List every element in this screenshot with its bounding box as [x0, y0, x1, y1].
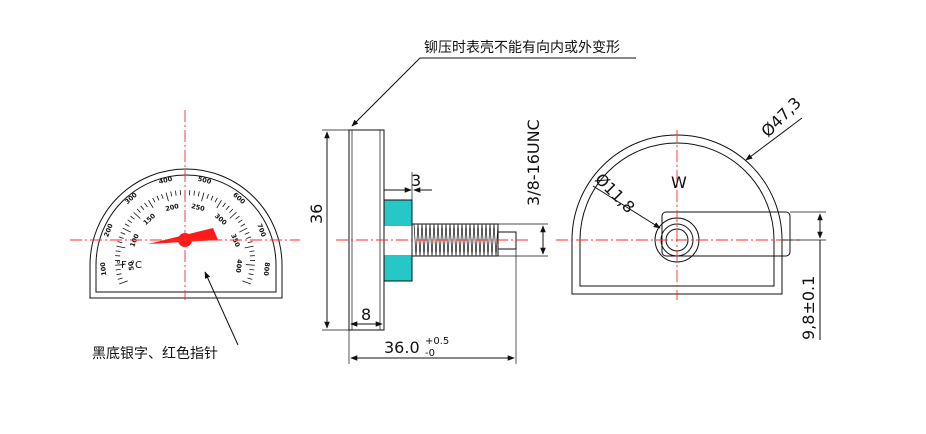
dial-tick — [249, 250, 255, 252]
dial-tick — [115, 264, 125, 266]
fahrenheit-label-0: 100 — [99, 261, 108, 276]
dial-tick — [130, 215, 135, 220]
dial-tick — [115, 250, 121, 252]
dial-tick — [201, 192, 205, 202]
dial-tick — [124, 223, 130, 227]
fahrenheit-label-3: 400 — [158, 175, 174, 186]
dial-tick — [165, 192, 169, 202]
thread-pattern — [413, 223, 499, 257]
dim-36-text: 36 — [307, 204, 326, 224]
celsius-label-5: 300 — [213, 212, 229, 227]
dial-tick — [136, 208, 141, 213]
case-body — [348, 129, 385, 331]
dim-8-text: 8 — [361, 305, 371, 324]
dial-note-leader — [204, 271, 239, 346]
dial-tick — [214, 197, 218, 203]
celsius-label-2: 150 — [142, 212, 158, 227]
dial-tick — [229, 212, 237, 219]
fahrenheit-label-7: 800 — [262, 262, 271, 277]
hex-nut-lower-flat — [384, 255, 412, 281]
celsius-label-7: 400 — [234, 259, 243, 274]
dial-tick — [248, 273, 254, 276]
dial-tick — [148, 200, 154, 209]
back-inner-outline — [579, 142, 775, 287]
rivet-note-leader — [351, 57, 421, 127]
dial-tick — [222, 202, 226, 208]
probe-tip — [497, 231, 517, 250]
dial-tick — [116, 273, 122, 276]
thread-dim-text: 3/8-16UNC — [524, 119, 543, 206]
dial-scale-ticks — [114, 190, 256, 285]
outer-dia-leader — [745, 117, 803, 161]
back-letter-w: W — [671, 173, 687, 192]
dial-tick — [246, 236, 252, 239]
dial-tick — [238, 219, 243, 224]
celsius-label-3: 200 — [165, 202, 181, 213]
dial-tick — [239, 227, 248, 233]
dial-tick — [133, 212, 141, 219]
celsius-label-0: 50 — [127, 261, 136, 271]
dim-length-text: 36.0 — [384, 338, 420, 357]
dial-tick — [152, 197, 156, 203]
dial-tick — [242, 280, 251, 285]
dial-tick — [175, 190, 177, 196]
dial-tick — [197, 191, 200, 197]
dial-tick — [216, 200, 222, 209]
back-outer-outline — [571, 134, 783, 295]
case-rim — [351, 129, 381, 331]
dial-tick — [120, 232, 126, 235]
celsius-label-4: 250 — [190, 202, 206, 213]
fahrenheit-label-6: 700 — [255, 223, 268, 239]
fahrenheit-label-2: 300 — [123, 191, 139, 206]
celsius-label-6: 350 — [229, 233, 242, 249]
dial-tick — [161, 193, 164, 199]
dial-tick — [116, 245, 126, 249]
dial-tick — [193, 190, 195, 196]
dial-tick — [127, 219, 132, 224]
dial-tick — [225, 205, 230, 210]
dial-tick — [119, 280, 128, 285]
dial-tick — [244, 245, 254, 249]
dial-tick — [247, 241, 253, 244]
dial-tick — [122, 227, 131, 233]
fahrenheit-label-1: 200 — [102, 222, 115, 238]
dial-tick — [247, 277, 253, 280]
dial-tick — [144, 202, 148, 208]
dial-tick — [117, 277, 123, 280]
dial-tick — [118, 236, 124, 239]
rivet-note-text: 铆压时表壳不能有向内或外变形 — [424, 39, 620, 56]
dial-tick — [140, 205, 145, 210]
dim-length-tol-lower: -0 — [425, 348, 435, 359]
fahrenheit-label-5: 600 — [231, 191, 247, 206]
dial-inner-outline — [95, 174, 277, 293]
hole-dia-leader — [592, 185, 661, 229]
dial-tick — [206, 193, 209, 199]
dim-3-text: 3 — [411, 171, 421, 190]
dial-tick — [240, 223, 246, 227]
dim-length-tol-upper: +0.5 — [425, 336, 449, 347]
offset-dim-text: 9,8±0.1 — [799, 276, 818, 340]
dial-tick — [245, 264, 255, 266]
thread-lines — [413, 223, 499, 257]
dial-tick — [235, 215, 240, 220]
dial-note-text: 黑底银字、红色指针 — [92, 345, 218, 362]
dial-tick — [156, 195, 160, 201]
hex-nut-upper-flat — [384, 200, 412, 226]
dial-tick — [170, 191, 173, 197]
dial-tick — [115, 268, 121, 271]
back-view: W Ø11,8 Ø47,3 9,8±0.1 — [556, 93, 826, 340]
dial-tick — [244, 232, 250, 235]
dial-tick — [117, 241, 123, 244]
unit-celsius-label: °C — [130, 260, 142, 271]
dial-outer-outline — [89, 168, 283, 299]
dial-tick — [210, 195, 214, 201]
unit-fahrenheit-label: °F — [116, 260, 127, 271]
side-view: 铆压时表壳不能有向内或外变形 36 3 3/8-16UNC 8 36.0 +0.… — [307, 39, 636, 364]
fahrenheit-label-4: 500 — [197, 175, 213, 186]
dial-tick — [249, 268, 255, 271]
dial-tick — [229, 208, 234, 213]
hole-dia-text: Ø11,8 — [591, 169, 639, 217]
